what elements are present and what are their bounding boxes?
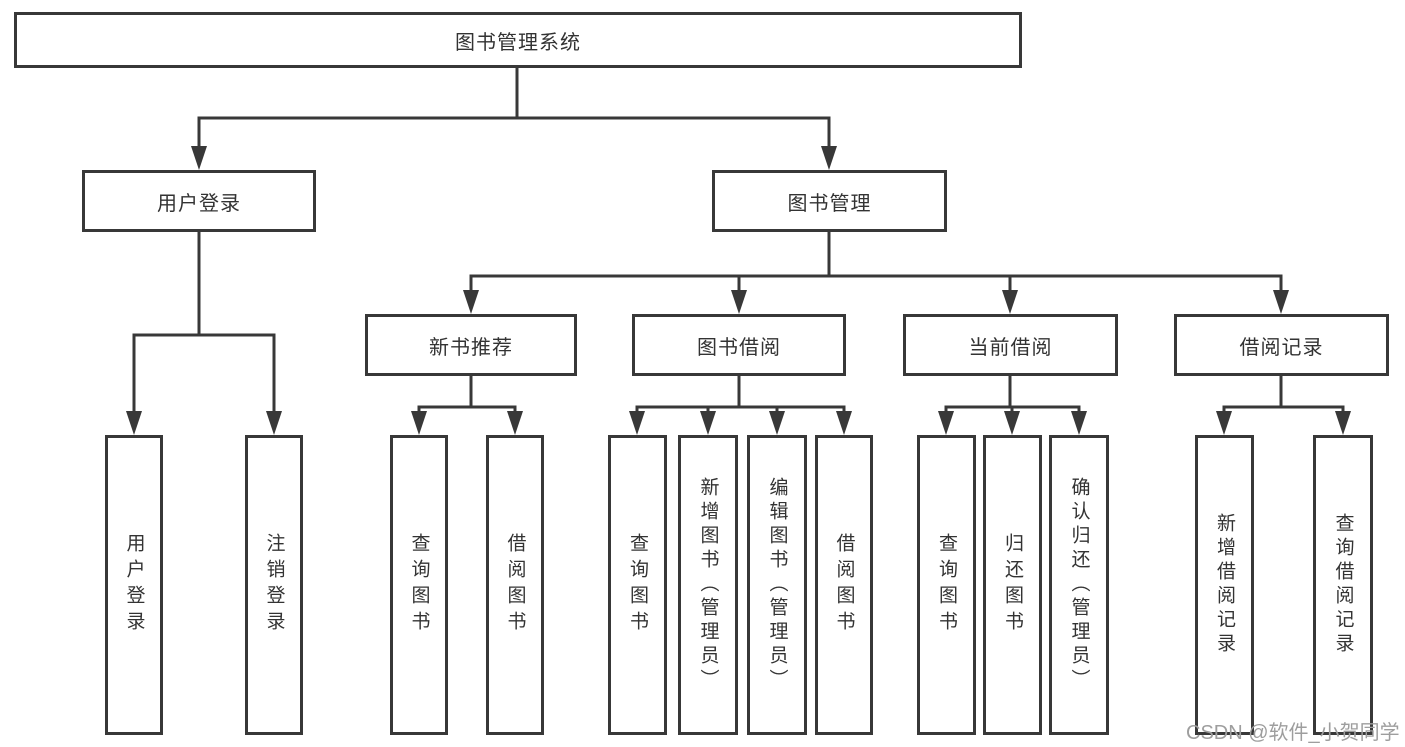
arrow-down-icon <box>507 411 523 435</box>
arrow-down-icon <box>126 411 142 435</box>
arrow-down-icon <box>1273 290 1289 314</box>
arrow-down-icon <box>1335 411 1351 435</box>
arrow-down-icon <box>938 411 954 435</box>
arrowheads <box>126 146 1351 435</box>
leaf-records-add-record: 新增借阅记录 <box>1195 435 1254 735</box>
node-current-borrow: 当前借阅 <box>903 314 1118 376</box>
leaf-newrec-query-books: 查询图书 <box>390 435 448 735</box>
csdn-watermark: CSDN @软件_小贺同学 <box>1186 722 1400 744</box>
leaf-current-return-books: 归还图书 <box>983 435 1042 735</box>
arrow-down-icon <box>191 146 207 170</box>
node-book-mgmt: 图书管理 <box>712 170 947 232</box>
node-book-borrow: 图书借阅 <box>632 314 846 376</box>
arrow-down-icon <box>629 411 645 435</box>
arrow-down-icon <box>463 290 479 314</box>
node-root: 图书管理系统 <box>14 12 1022 68</box>
leaf-logout: 注销登录 <box>245 435 303 735</box>
arrow-down-icon <box>769 411 785 435</box>
node-user-login-group: 用户登录 <box>82 170 316 232</box>
leaf-records-query-record: 查询借阅记录 <box>1313 435 1373 735</box>
arrow-down-icon <box>731 290 747 314</box>
arrow-down-icon <box>836 411 852 435</box>
arrow-down-icon <box>1216 411 1232 435</box>
leaf-borrow-query-books: 查询图书 <box>608 435 667 735</box>
arrow-down-icon <box>821 146 837 170</box>
arrow-down-icon <box>411 411 427 435</box>
node-borrow-records: 借阅记录 <box>1174 314 1389 376</box>
leaf-newrec-borrow-books: 借阅图书 <box>486 435 544 735</box>
arrow-down-icon <box>1071 411 1087 435</box>
node-new-book-rec: 新书推荐 <box>365 314 577 376</box>
leaf-current-confirm-return: 确认归还（管理员） <box>1049 435 1109 735</box>
arrow-down-icon <box>1002 290 1018 314</box>
arrow-down-icon <box>700 411 716 435</box>
leaf-borrow-edit-books: 编辑图书（管理员） <box>747 435 807 735</box>
leaf-borrow-add-books: 新增图书（管理员） <box>678 435 738 735</box>
leaf-borrow-borrow-books: 借阅图书 <box>815 435 873 735</box>
arrow-down-icon <box>266 411 282 435</box>
arrow-down-icon <box>1004 411 1020 435</box>
leaf-user-login: 用户登录 <box>105 435 163 735</box>
leaf-current-query-books: 查询图书 <box>917 435 976 735</box>
